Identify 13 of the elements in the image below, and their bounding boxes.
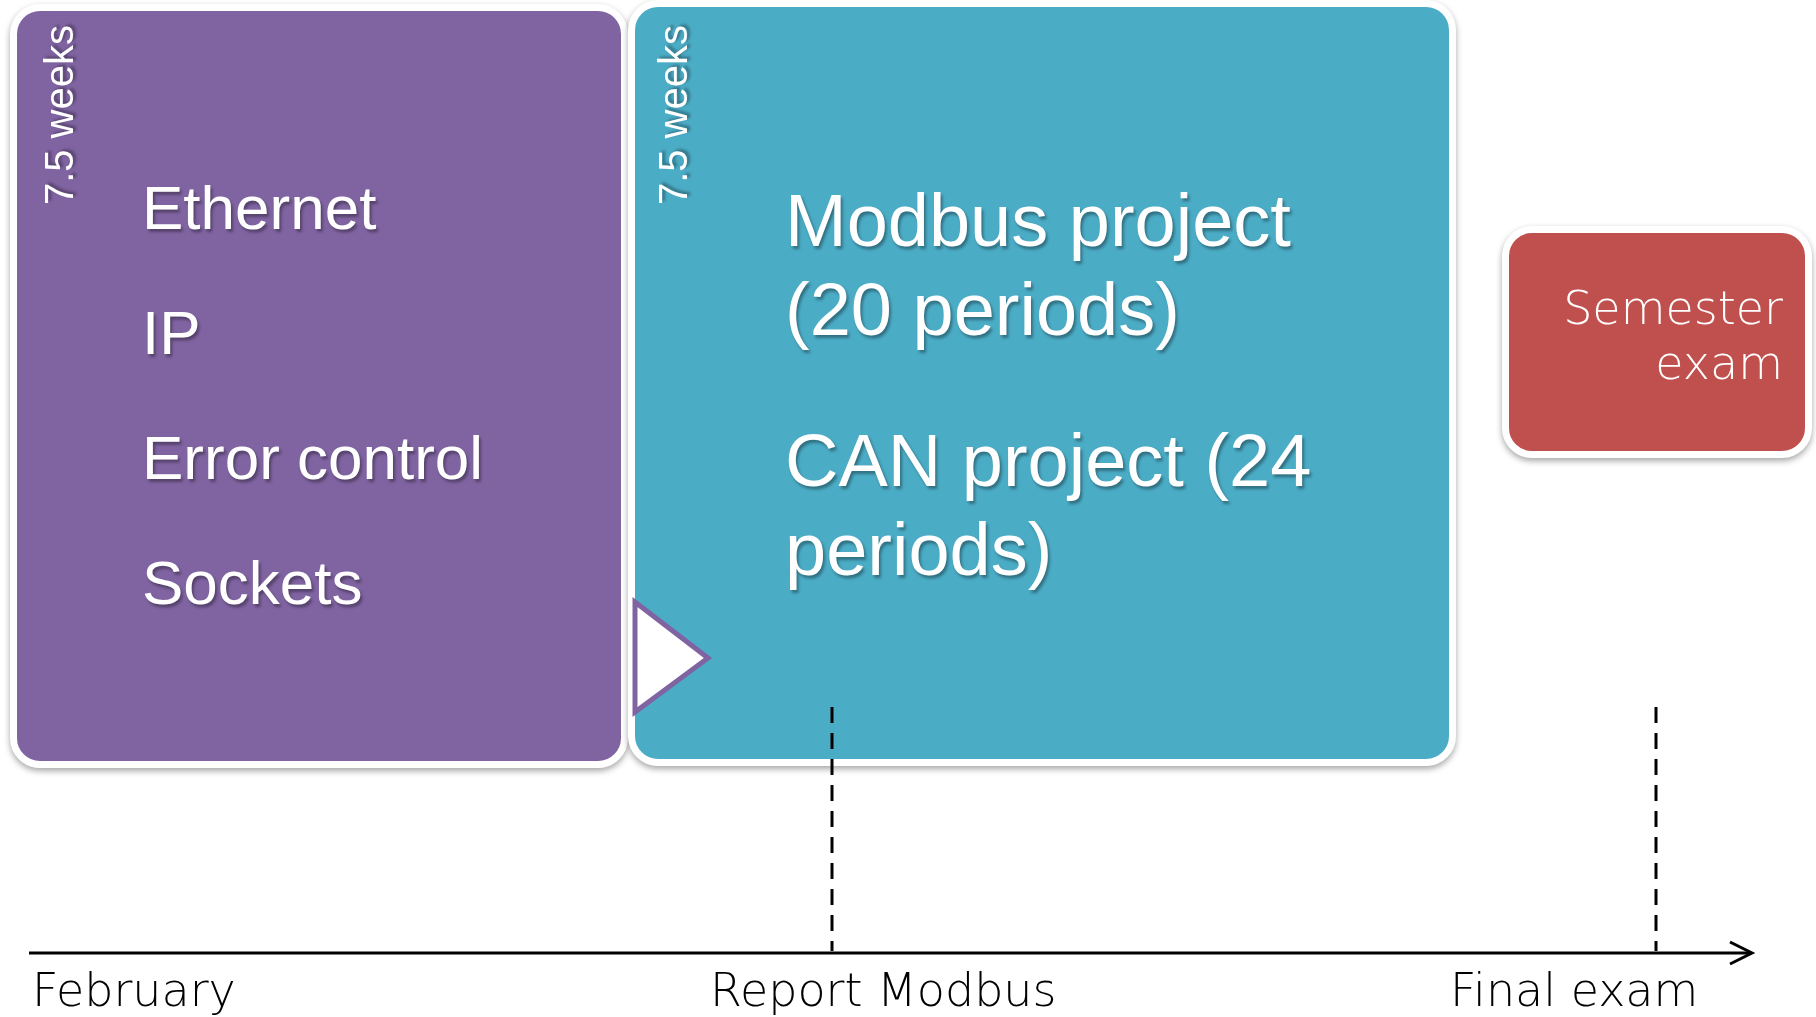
exam-label: Semester exam [1562, 281, 1783, 392]
topic-label: Ethernet [142, 172, 377, 244]
duration-label: 7.5 weeks [39, 25, 79, 206]
topic-label: IP [142, 297, 201, 369]
topic-label: Error control [142, 422, 484, 494]
timeline-label: Report Modbus [710, 963, 1057, 1017]
timeline-label: Final exam [1450, 963, 1699, 1017]
timeline-label: February [32, 963, 236, 1017]
duration-label: 7.5 weeks [653, 25, 693, 206]
topic-label: Sockets [142, 547, 363, 619]
topic-label: CAN project (24 periods) [785, 418, 1313, 593]
topic-label: Modbus project (20 periods) [785, 178, 1292, 353]
chevron-arrow [632, 596, 713, 717]
